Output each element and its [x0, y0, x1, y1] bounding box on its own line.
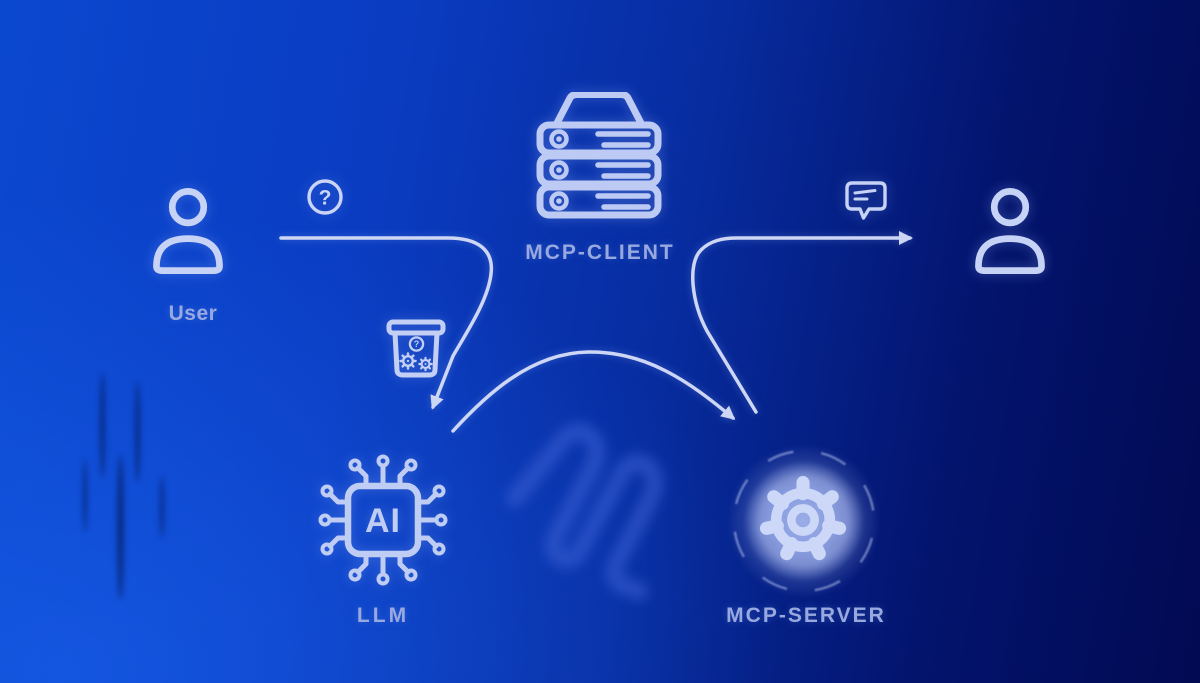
person-icon: [153, 188, 223, 274]
mini-gear-icon: [418, 356, 433, 372]
dark-streak: [135, 382, 140, 482]
arrow-user-to-llm: [279, 236, 494, 410]
dark-streak: [117, 455, 124, 600]
server-stack-icon: [536, 92, 662, 219]
llm-label: LLM: [356, 604, 410, 627]
mcp-client-label: MCP-CLIENT: [525, 241, 675, 264]
ai-chip-text: AI: [365, 502, 401, 540]
dark-streak: [100, 373, 105, 478]
toolbox-question-glyph: ?: [414, 339, 420, 349]
mini-gear-icon: [399, 352, 417, 370]
person-icon: [975, 188, 1045, 274]
arrow-llm-to-mcp-server: [451, 350, 736, 433]
gear-icon: [759, 476, 847, 561]
dashed-ring-icon: [732, 449, 876, 593]
toolbox-gears-icon: ?: [386, 319, 446, 378]
ai-chip-icon: AI: [318, 454, 448, 586]
chat-bubble-icon: [845, 181, 887, 220]
watermark-logo: [505, 422, 664, 600]
arrow-mcp-server-to-recipient: [690, 231, 913, 414]
dark-streak: [160, 476, 164, 538]
dark-streak: [83, 460, 87, 532]
user-label: User: [168, 302, 218, 325]
question-circle-icon: ?: [307, 179, 343, 215]
mcp-server-label: MCP-SERVER: [726, 604, 886, 627]
question-glyph: ?: [319, 187, 332, 210]
